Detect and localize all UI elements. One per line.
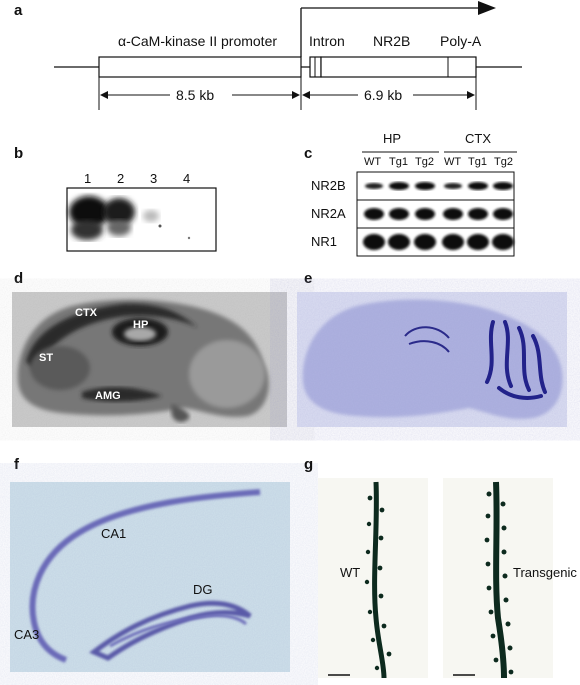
western-blot bbox=[356, 171, 515, 257]
promoter-label: α-CaM-kinase II promoter bbox=[118, 33, 278, 49]
lane-4-label: 4 bbox=[183, 171, 191, 186]
panel-d-label: d bbox=[14, 270, 24, 287]
panel-g-label: g bbox=[304, 456, 314, 473]
gene-label: NR2B bbox=[373, 33, 411, 49]
panel-b-label: b bbox=[14, 145, 24, 162]
region-label-ctx: CTX bbox=[75, 307, 97, 319]
row-label-nr2b: NR2B bbox=[311, 178, 346, 193]
nissl-section-image bbox=[297, 292, 567, 427]
dendrite-label-transgenic: Transgenic bbox=[513, 565, 577, 580]
length-label-promoter: 8.5 kb bbox=[176, 87, 215, 103]
row-label-nr1: NR1 bbox=[311, 234, 338, 249]
lane-2-label: 2 bbox=[117, 171, 125, 186]
dendrite-label-wt: WT bbox=[340, 565, 361, 580]
region-label-ca3: CA3 bbox=[14, 627, 40, 642]
region-label-hp: HP bbox=[133, 319, 149, 331]
region-label-amg: AMG bbox=[95, 390, 121, 402]
col-label-hp-tg2: Tg2 bbox=[415, 156, 434, 168]
polya-label: Poly-A bbox=[440, 33, 482, 49]
col-label-ctx-tg2: Tg2 bbox=[494, 156, 513, 168]
hippocampus-image bbox=[10, 482, 290, 672]
group-label-ctx: CTX bbox=[465, 131, 491, 146]
panel-a-label: a bbox=[14, 2, 23, 19]
lane-3-label: 3 bbox=[150, 171, 158, 186]
southern-blot bbox=[66, 187, 217, 252]
dendrite-images bbox=[318, 478, 553, 679]
intron-label: Intron bbox=[309, 33, 345, 49]
col-label-ctx-wt: WT bbox=[444, 156, 462, 168]
col-label-ctx-tg1: Tg1 bbox=[468, 156, 487, 168]
construct-diagram bbox=[54, 1, 522, 110]
lane-1-label: 1 bbox=[84, 171, 92, 186]
in-situ-section-image bbox=[12, 292, 287, 427]
panel-c-label: c bbox=[304, 145, 313, 162]
panel-f-label: f bbox=[14, 456, 19, 473]
group-label-hp: HP bbox=[383, 131, 402, 146]
group-brackets bbox=[362, 151, 517, 153]
length-label-transgene: 6.9 kb bbox=[364, 87, 403, 103]
panel-e-label: e bbox=[304, 270, 313, 287]
row-label-nr2a: NR2A bbox=[311, 206, 346, 221]
region-label-dg: DG bbox=[193, 582, 213, 597]
region-label-st: ST bbox=[39, 352, 54, 364]
col-label-hp-wt: WT bbox=[364, 156, 382, 168]
col-label-hp-tg1: Tg1 bbox=[389, 156, 408, 168]
region-label-ca1: CA1 bbox=[101, 526, 127, 541]
